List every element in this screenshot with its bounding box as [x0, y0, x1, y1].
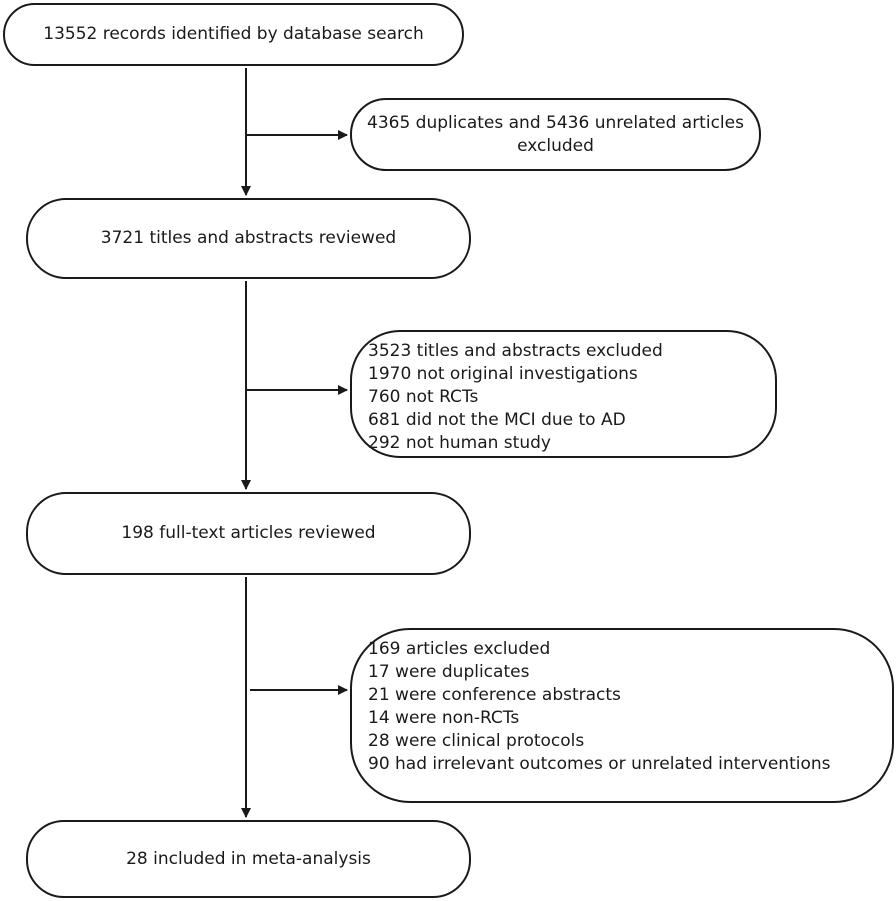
titles-abstracts-excluded-box: 3523 titles and abstracts excluded 1970 …	[350, 330, 777, 458]
duplicates-excluded-line-2: excluded	[517, 135, 594, 156]
ta-excluded-line-5: 292 not human study	[368, 433, 551, 453]
duplicates-excluded-box: 4365 duplicates and 5436 unrelated artic…	[350, 98, 761, 171]
ta-excluded-line-1: 3523 titles and abstracts excluded	[368, 341, 663, 361]
ft-excluded-line-1: 169 articles excluded	[368, 639, 551, 659]
ta-excluded-line-2: 1970 not original investigations	[368, 364, 638, 384]
included-meta-analysis-box: 28 included in meta-analysis	[26, 820, 471, 898]
ft-excluded-line-5: 28 were clinical protocols	[368, 731, 585, 751]
records-identified-text: 13552 records identified by database sea…	[43, 24, 424, 44]
fulltext-reviewed-box: 198 full-text articles reviewed	[26, 492, 471, 575]
titles-reviewed-text: 3721 titles and abstracts reviewed	[100, 228, 397, 248]
fulltext-reviewed-text: 198 full-text articles reviewed	[121, 523, 376, 543]
ft-excluded-line-6: 90 had irrelevant outcomes or unrelated …	[368, 754, 831, 774]
ta-excluded-line-4: 681 did not the MCI due to AD	[368, 410, 626, 430]
fulltext-excluded-box: 169 articles excluded 17 were duplicates…	[350, 628, 894, 803]
ft-excluded-line-3: 21 were conference abstracts	[368, 685, 621, 705]
duplicates-excluded-line-1: 4365 duplicates and 5436 unrelated artic…	[367, 112, 744, 133]
included-meta-analysis-text: 28 included in meta-analysis	[126, 848, 371, 869]
ft-excluded-line-2: 17 were duplicates	[368, 662, 530, 682]
ta-excluded-line-3: 760 not RCTs	[368, 387, 479, 407]
records-identified-box: 13552 records identified by database sea…	[3, 3, 464, 66]
ft-excluded-line-4: 14 were non-RCTs	[368, 708, 520, 728]
titles-reviewed-box: 3721 titles and abstracts reviewed	[26, 198, 471, 279]
